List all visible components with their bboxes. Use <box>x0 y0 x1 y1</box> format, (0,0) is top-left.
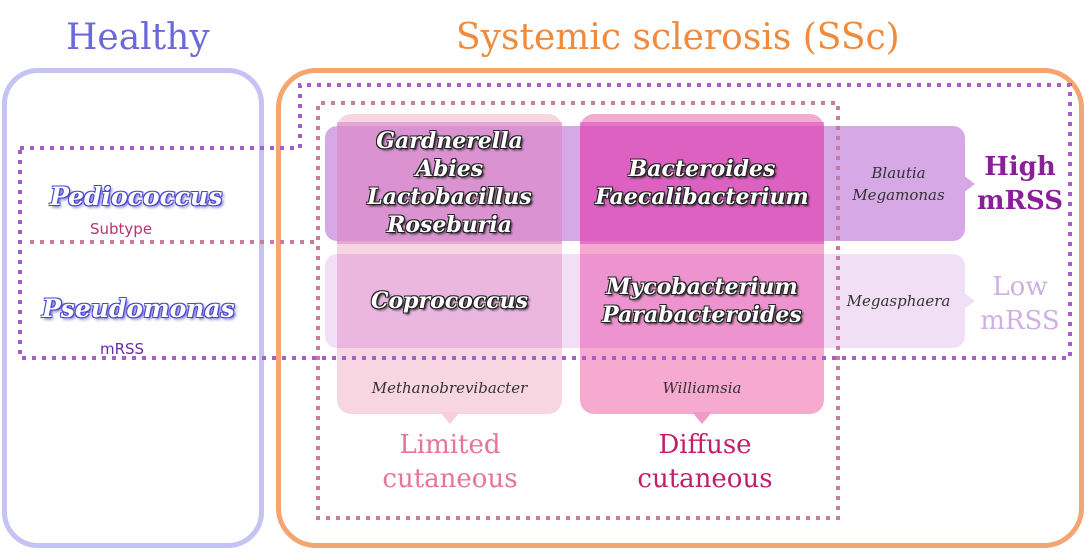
limited-low-cell: Coprococcus <box>337 254 562 348</box>
limited-cutaneous-label: Limited cutaneous <box>350 428 550 496</box>
label-line: cutaneous <box>637 464 773 494</box>
taxon-label: Mycobacterium <box>606 274 798 300</box>
label-line: mRSS <box>976 186 1064 216</box>
high-mrss-exclusive: Blautia Megamonas <box>836 126 961 241</box>
taxon-label: Megamonas <box>852 185 945 204</box>
subtype-outline-label: Subtype <box>90 220 153 238</box>
taxon-label: Methanobrevibacter <box>371 379 528 397</box>
taxon-label: Roseburia <box>387 212 512 238</box>
healthy-genus-pediococcus: Pediococcus <box>50 182 223 211</box>
diffuse-pointer <box>692 412 712 424</box>
label-line: Low <box>992 272 1048 302</box>
label-line: Diffuse <box>658 430 752 460</box>
label-line: cutaneous <box>382 464 518 494</box>
healthy-genus-pseudomonas: Pseudomonas <box>42 294 235 323</box>
taxon-label: Parabacteroides <box>602 302 802 328</box>
low-mrss-exclusive: Megasphaera <box>836 254 961 348</box>
taxon-label: Abies <box>415 156 484 182</box>
taxon-label: Coprococcus <box>370 288 529 314</box>
taxon-label: Faecalibacterium <box>595 184 809 210</box>
diffuse-cutaneous-label: Diffuse cutaneous <box>600 428 810 496</box>
limited-pointer <box>440 412 460 424</box>
mrss-outline-label: mRSS <box>100 340 145 358</box>
label-line: High <box>984 152 1056 182</box>
ssc-title: Systemic sclerosis (SSc) <box>456 17 900 58</box>
high-mrss-label: High mRSS <box>970 150 1070 218</box>
limited-exclusive: Methanobrevibacter <box>337 370 562 406</box>
taxon-label: Williamsia <box>662 379 742 397</box>
label-line: Limited <box>399 430 501 460</box>
taxon-label: Lactobacillus <box>367 184 532 210</box>
low-mrss-label: Low mRSS <box>970 270 1070 338</box>
taxon-label: Megasphaera <box>846 292 951 310</box>
limited-high-cell: Gardnerella Abies Lactobacillus Roseburi… <box>337 122 562 244</box>
taxon-label: Bacteroides <box>628 156 776 182</box>
diffuse-high-cell: Bacteroides Faecalibacterium <box>580 122 824 244</box>
healthy-title: Healthy <box>66 17 210 58</box>
diffuse-exclusive: Williamsia <box>580 370 824 406</box>
diffuse-low-cell: Mycobacterium Parabacteroides <box>580 254 824 348</box>
taxon-label: Gardnerella <box>376 128 523 154</box>
label-line: mRSS <box>980 306 1060 336</box>
taxon-label: Blautia <box>871 163 926 182</box>
